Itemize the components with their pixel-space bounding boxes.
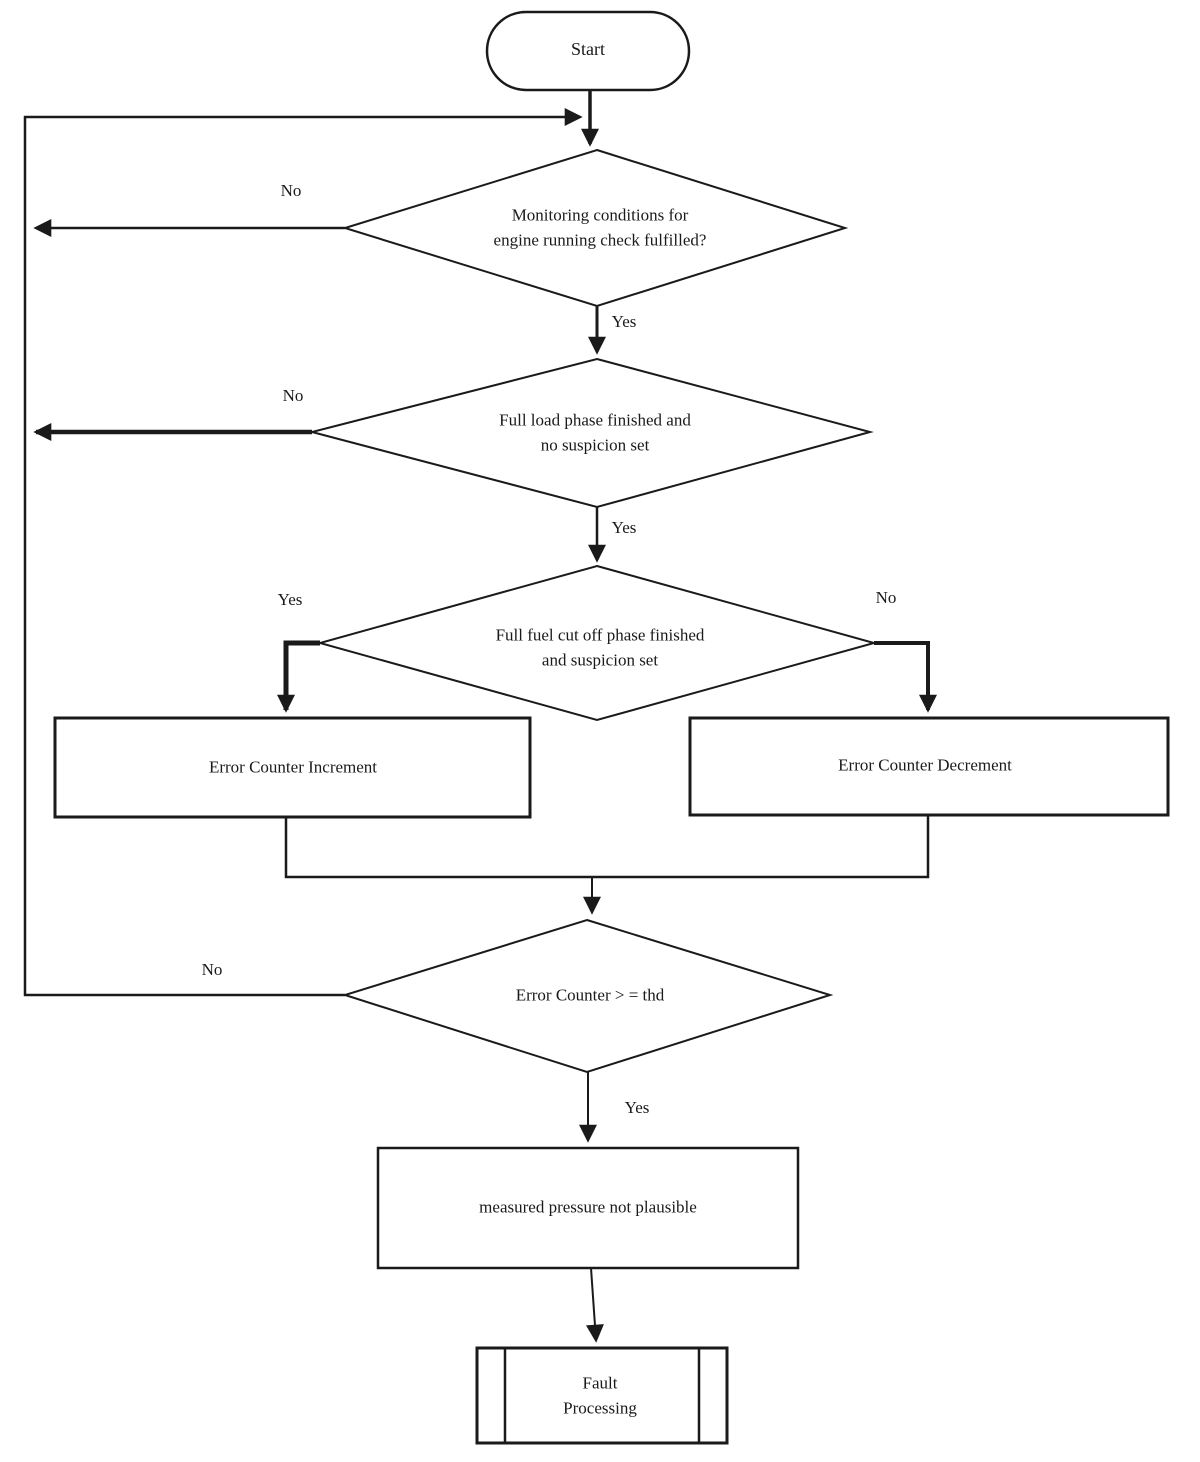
edge-decrement-merge: [592, 815, 930, 879]
start-terminator-shape: [485, 10, 691, 92]
branch-threshold-yes: Yes: [624, 1098, 650, 1117]
decision-full-load-label: Full load phase finished and no suspicio…: [499, 408, 691, 457]
decision-threshold-label: Error Counter > = thd: [515, 985, 665, 1005]
branch-fuel-cut-yes: Yes: [277, 590, 303, 609]
process-decrement-label: Error Counter Decrement: [838, 755, 1012, 775]
decision-monitoring-label: Monitoring conditions for engine running…: [494, 203, 707, 252]
branch-full-load-no: No: [282, 386, 304, 405]
edge-increment-merge: [284, 817, 592, 879]
predefined-fault-label: Fault Processing: [563, 1371, 637, 1420]
process-decrement-shape: [688, 716, 1170, 817]
process-not-plausible-label: measured pressure not plausible: [479, 1197, 697, 1217]
predefined-fault-line1: Fault: [582, 1373, 618, 1393]
predefined-fault-shape: [475, 1346, 729, 1445]
decision-monitoring-line2: engine running check fulfilled?: [493, 230, 707, 249]
decision-fuel-cut-line2: and suspicion set: [541, 650, 659, 669]
decision-full-load-line2: no suspicion set: [540, 435, 650, 454]
branch-threshold-no: No: [201, 960, 223, 979]
edge-threshold-no-loopback: [23, 108, 583, 997]
process-not-plausible-shape: [376, 1146, 800, 1270]
branch-fuel-cut-no: No: [875, 588, 897, 607]
process-increment-shape: [53, 716, 532, 819]
decision-fuel-cut-shape: [316, 564, 878, 722]
decision-fuel-cut-label: Full fuel cut off phase finished and sus…: [496, 623, 705, 672]
decision-full-load-shape: [308, 357, 874, 509]
decision-fuel-cut-line1: Full fuel cut off phase finished: [495, 625, 705, 645]
branch-monitoring-yes: Yes: [611, 312, 637, 331]
decision-monitoring-shape: [341, 148, 849, 308]
edge-fuel-cut-yes: [277, 640, 320, 713]
start-label: Start: [571, 38, 605, 59]
predefined-fault-line2: Processing: [563, 1398, 637, 1417]
decision-full-load-line1: Full load phase finished and: [499, 410, 691, 430]
process-increment-label: Error Counter Increment: [208, 757, 378, 777]
decision-monitoring-line1: Monitoring conditions for: [511, 205, 689, 225]
branch-monitoring-no: No: [280, 181, 302, 200]
decision-threshold-shape: [341, 918, 834, 1074]
branch-full-load-yes: Yes: [611, 518, 637, 537]
edge-not-plausible-to-fault: [585, 1267, 604, 1343]
edge-fuel-cut-no: [874, 641, 937, 713]
